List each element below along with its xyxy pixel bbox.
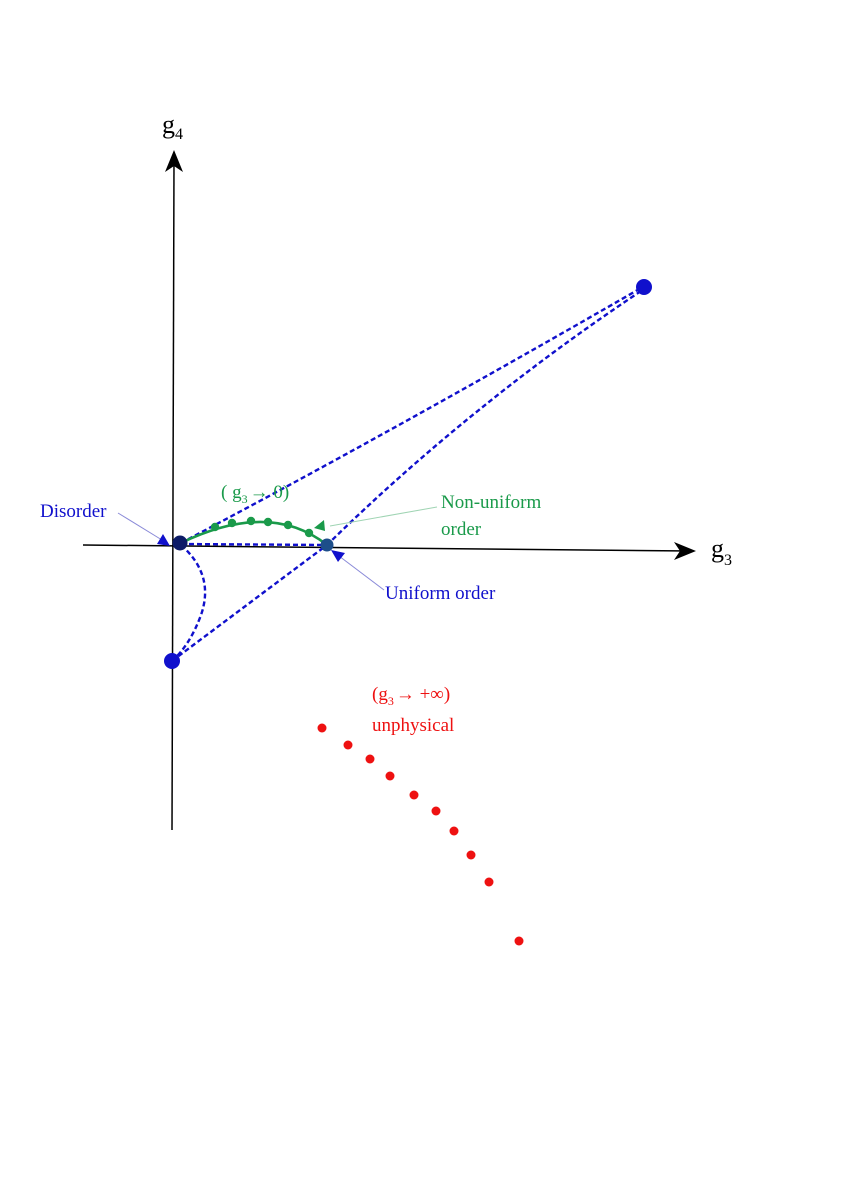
red-point bbox=[365, 754, 375, 764]
g4-axis-arrowhead bbox=[165, 150, 183, 172]
disorder-label: Disorder bbox=[40, 501, 107, 522]
red-point bbox=[466, 850, 476, 860]
red-points bbox=[317, 723, 524, 946]
fixed-point-uniform-order bbox=[320, 538, 334, 552]
green-point bbox=[263, 517, 273, 527]
disorder-pointer-arrow bbox=[157, 534, 170, 546]
uniform-order-label: Uniform order bbox=[385, 583, 496, 604]
non-uniform-pointer-line bbox=[329, 506, 438, 527]
flow-line-upper bbox=[180, 286, 642, 545]
green-point bbox=[210, 522, 220, 532]
red-point bbox=[343, 740, 353, 750]
g3-axis-arrowhead bbox=[674, 542, 696, 560]
green-point bbox=[304, 528, 314, 538]
g4-axis-label: g4 bbox=[162, 110, 183, 143]
green-arrowhead bbox=[314, 520, 325, 531]
green-point bbox=[246, 516, 256, 526]
fixed-point-upper-right bbox=[636, 279, 652, 295]
red-point bbox=[449, 826, 459, 836]
red-point bbox=[317, 723, 327, 733]
unphysical-label: unphysical bbox=[372, 715, 454, 736]
green-point bbox=[283, 520, 293, 530]
red-point bbox=[409, 790, 419, 800]
flow-line-curved bbox=[171, 544, 207, 662]
fixed-point-lower bbox=[164, 653, 180, 669]
flow-line-disorder-to-uniform bbox=[180, 542, 328, 547]
red-limit-label: (g3→ +∞) bbox=[372, 684, 450, 708]
fixed-point-disorder bbox=[172, 535, 188, 551]
flow-line-to-uniform-from-top bbox=[326, 290, 642, 546]
flow-lines bbox=[171, 286, 642, 662]
g3-axis-label: g3 bbox=[711, 534, 732, 569]
non-uniform-label-line1: Non-uniform bbox=[441, 492, 541, 513]
non-uniform-label-line2: order bbox=[441, 519, 482, 540]
red-point bbox=[514, 936, 524, 946]
uniform-pointer-line bbox=[338, 555, 385, 591]
green-points bbox=[210, 516, 314, 538]
red-point bbox=[431, 806, 441, 816]
red-point bbox=[484, 877, 494, 887]
disorder-pointer-line bbox=[117, 512, 163, 541]
flow-line-lower bbox=[171, 544, 328, 662]
green-limit-label: ( g3→ 0) bbox=[221, 482, 289, 506]
green-point bbox=[227, 518, 237, 528]
uniform-pointer-arrow bbox=[331, 550, 345, 562]
red-point bbox=[385, 771, 395, 781]
g4-axis bbox=[171, 159, 175, 831]
green-flow-curve bbox=[180, 520, 328, 547]
